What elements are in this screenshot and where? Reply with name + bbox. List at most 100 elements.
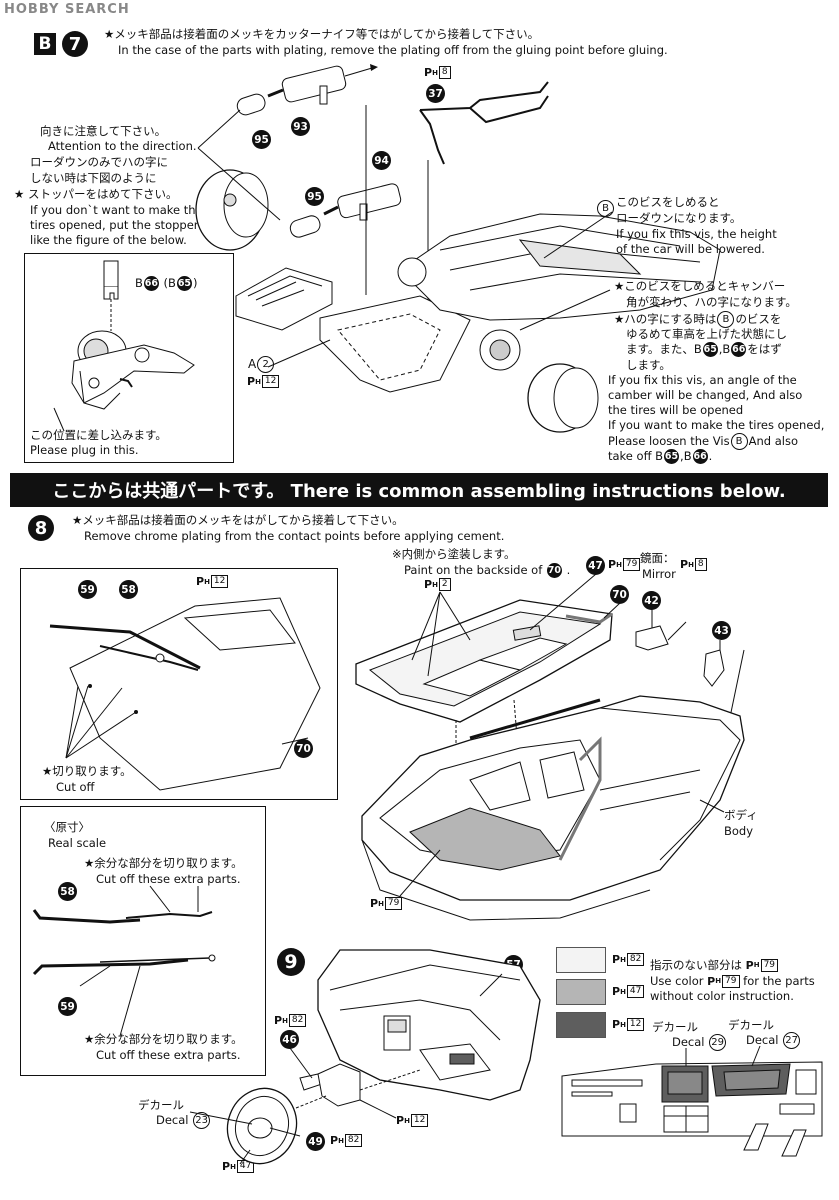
inside-note-jp: ※内側から塗装します。 (392, 547, 516, 561)
stopper-inset-box (24, 253, 234, 463)
camber-note-en-4: If you want to make the tires opened, (608, 418, 825, 432)
part-93-marker: 93 (291, 117, 310, 136)
camber-note-en-2: camber will be changed, And also (608, 388, 803, 402)
step9-badge: 9 (277, 948, 305, 976)
decal27-label-en: Decal 27 (746, 1032, 801, 1049)
cut-note-en: Cut off (56, 780, 95, 794)
lowdown-note-jp-1: ローダウンのみでハの字に (30, 155, 168, 169)
mirror-en: Mirror (642, 567, 676, 581)
step7-note-jp: ★メッキ部品は接着面のメッキをカッターナイフ等ではがしてから接着して下さい。 (104, 27, 540, 41)
camber-note-en-3: the tires will be opened (608, 403, 744, 417)
decal27-label-jp: デカール (728, 1018, 774, 1032)
plug-note-jp: この位置に差し込みます。 (30, 428, 167, 442)
real-scale-box (20, 806, 266, 1076)
part-a2-number: 2 (257, 356, 275, 373)
part-49-marker: 49 (306, 1132, 325, 1151)
step-number-badge: 7 (62, 31, 88, 57)
decal29-label-en: Decal 29 (672, 1034, 727, 1051)
part-70-marker: 70 (294, 739, 313, 758)
step7-note-en: In the case of the parts with plating, r… (118, 43, 668, 57)
step8-note-en: Remove chrome plating from the contact p… (84, 529, 505, 543)
extra-note-en-1: Cut off these extra parts. (96, 872, 241, 886)
camber-note-jp-4: ゆるめて車高を上げた状態にし (626, 327, 787, 341)
inside-note-en: Paint on the backside of 70 . (404, 563, 571, 578)
part-58-marker: 58 (119, 580, 138, 599)
decal23-label-jp: デカール (138, 1098, 184, 1112)
real-58-marker: 58 (58, 882, 77, 901)
watermark-text: HOBBY SEARCH (4, 2, 130, 17)
direction-note-jp: 向きに注意して下さい。 (40, 124, 167, 138)
mirror-jp: 鏡面： (640, 551, 675, 565)
color-swatch-12 (556, 1012, 606, 1038)
part-66-marker: 66 (143, 276, 159, 291)
part-47-marker: 47 (586, 556, 605, 575)
color-swatch-82 (556, 947, 606, 973)
lowdown-note-jp-3: ★ ストッパーをはめて下さい。 (14, 187, 178, 201)
direction-note-en: Attention to the direction. (48, 139, 197, 153)
camber-note-en-1: If you fix this vis, an angle of the (608, 373, 797, 387)
vis-note-jp-2: ローダウンになります。 (616, 211, 742, 225)
vis-b-marker: B (597, 200, 614, 217)
extra-note-en-2: Cut off these extra parts. (96, 1048, 241, 1062)
part-95-marker: 95 (252, 130, 271, 149)
part-46-marker: 46 (280, 1030, 299, 1049)
vis-note-en-1: If you fix this vis, the height (616, 227, 777, 241)
camber-note-jp-2: 角が変わり、ハの字になります。 (626, 295, 797, 309)
extra-note-jp-1: ★余分な部分を切り取ります。 (84, 856, 243, 870)
vis-note-jp-1: このビスをしめると (616, 195, 720, 209)
vis-note-en-2: of the car will be lowered. (616, 242, 765, 256)
part-94-marker: 94 (372, 151, 391, 170)
watermark-logo: HOBBY SEARCH (4, 2, 130, 17)
step7-assembly-drawing (195, 64, 721, 433)
part-70b-marker: 70 (610, 585, 629, 604)
camber-note-jp-1: ★このビスをしめるとキャンバー (614, 279, 786, 293)
part-43-marker: 43 (712, 621, 731, 640)
step-letter-badge: B (34, 33, 56, 55)
legend-note-en-2: without color instruction. (650, 989, 794, 1003)
plug-note-en: Please plug in this. (30, 443, 139, 457)
cut-note-jp: ★切り取ります。 (42, 764, 132, 778)
part-59-marker: 59 (78, 580, 97, 599)
part-65-marker: 65 (176, 276, 192, 291)
vis-note: B (596, 200, 615, 217)
step8-trim-drawing (49, 597, 321, 791)
step8-cut-box (20, 568, 338, 800)
real-scale-drawing (32, 885, 216, 1037)
part-95b-marker: 95 (305, 187, 324, 206)
step8-badge: 8 (28, 515, 54, 541)
real-scale-jp: 〈原寸〉 (44, 820, 90, 834)
decal29-label-jp: デカール (652, 1020, 698, 1034)
decal23-label-en: Decal 23 (156, 1112, 211, 1129)
real-59-marker: 59 (58, 997, 77, 1016)
lowdown-note-en-3: like the figure of the below. (30, 233, 187, 247)
camber-note-jp-6: します。 (626, 358, 671, 372)
body-label-en: Body (724, 824, 754, 838)
common-parts-banner: ここからは共通パートです。 There is common assembling… (10, 473, 828, 507)
lowdown-note-jp-2: しない時は下図のように (30, 171, 157, 185)
real-scale-en: Real scale (48, 836, 107, 850)
extra-note-jp-2: ★余分な部分を切り取ります。 (84, 1032, 243, 1046)
